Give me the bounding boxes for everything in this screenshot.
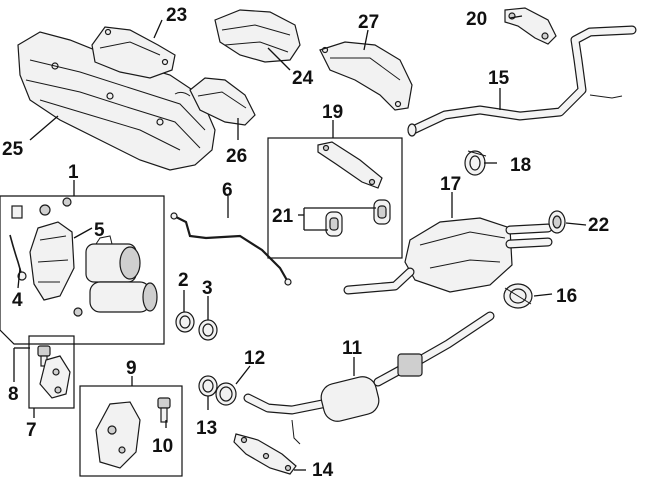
callout-27: 27 <box>358 12 379 33</box>
grommet-21b <box>373 199 391 225</box>
callout-8: 8 <box>8 384 19 405</box>
callout-21: 21 <box>272 206 294 227</box>
leader-lines <box>13 15 587 471</box>
heat-shield-23 <box>91 26 176 79</box>
clamp-16 <box>503 283 533 309</box>
callout-15: 15 <box>488 68 510 89</box>
rear-muffler-17 <box>343 217 553 295</box>
callout-2: 2 <box>178 270 189 291</box>
frame-1 <box>0 195 165 345</box>
callout-23: 23 <box>166 5 187 26</box>
callout-22: 22 <box>588 215 609 236</box>
callout-3: 3 <box>202 278 213 299</box>
front-pipe-11 <box>243 311 495 445</box>
bracket-20 <box>504 7 557 45</box>
sensor-pipe-6 <box>170 212 292 286</box>
callout-10: 10 <box>152 436 173 457</box>
converter-assembly-1 <box>73 235 158 317</box>
callout-13: 13 <box>196 418 217 439</box>
frame-9 <box>79 385 183 477</box>
heat-shield-24 <box>214 9 301 63</box>
bracket-7 <box>39 355 71 399</box>
bracket-9 <box>95 401 141 469</box>
callout-19: 19 <box>322 102 343 123</box>
clamp-18 <box>464 150 487 176</box>
callout-6: 6 <box>222 180 233 201</box>
callout-24: 24 <box>292 68 314 89</box>
callout-5: 5 <box>94 220 105 241</box>
heat-shield-26 <box>174 77 256 126</box>
clamp-12 <box>215 382 237 406</box>
bolt-10 <box>157 397 171 423</box>
callout-labels: 1 2 3 4 5 6 7 8 9 10 11 12 13 14 15 16 1… <box>2 5 609 481</box>
bolt-8 <box>37 345 51 367</box>
frame-7 <box>28 335 75 409</box>
callout-26: 26 <box>226 146 247 167</box>
callout-17: 17 <box>440 174 461 195</box>
callout-1: 1 <box>68 162 79 183</box>
callout-16: 16 <box>556 286 577 307</box>
frame-19 <box>267 137 403 259</box>
gasket-13 <box>198 375 218 397</box>
callout-14: 14 <box>312 460 334 481</box>
bracket-19 <box>317 141 383 189</box>
heat-shield-27 <box>319 41 413 111</box>
clip-item-1a <box>11 197 72 219</box>
callout-18: 18 <box>510 155 531 176</box>
callout-9: 9 <box>126 358 137 379</box>
clamp-2 <box>175 311 195 333</box>
oxygen-sensor-4 <box>9 234 27 281</box>
gasket-3 <box>198 319 218 341</box>
heat-shield-5 <box>29 221 75 301</box>
tailpipe-15 <box>407 25 637 137</box>
grommet-21a <box>325 211 343 237</box>
callout-7: 7 <box>26 420 37 441</box>
callout-12: 12 <box>244 348 265 369</box>
callout-20: 20 <box>466 9 487 30</box>
callout-11: 11 <box>342 338 363 359</box>
grommet-22 <box>548 210 566 234</box>
hanger-bracket-14 <box>233 433 297 475</box>
callout-4: 4 <box>12 290 23 311</box>
callout-25: 25 <box>2 139 24 160</box>
